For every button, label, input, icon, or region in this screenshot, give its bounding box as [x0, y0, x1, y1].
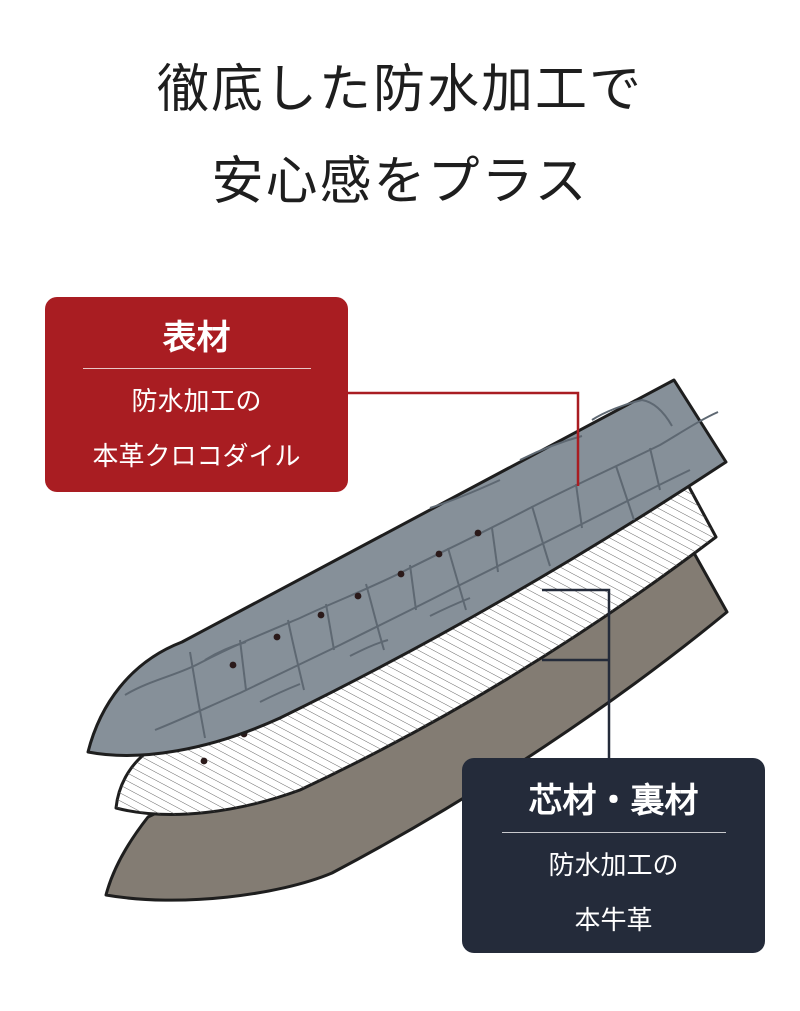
title-line-1: 徹底した防水加工で [156, 60, 643, 120]
surface-material-label: 表材 防水加工の 本革クロコダイル [45, 297, 348, 492]
inner-material-label: 芯材・裏材 防水加工の 本牛革 [462, 758, 765, 953]
surface-material-desc-2: 本革クロコダイル [92, 442, 301, 472]
inner-material-heading: 芯材・裏材 [528, 781, 699, 821]
croc-scale-pattern [124, 399, 719, 739]
surface-heading-divider [82, 368, 311, 369]
title-line-2: 安心感をプラス [211, 152, 589, 212]
inner-heading-divider [501, 832, 726, 833]
croc-layer [86, 378, 728, 757]
inner-leader-line [542, 588, 611, 758]
surface-leader-line [348, 391, 580, 486]
surface-material-desc-1: 防水加工の [131, 387, 262, 417]
surface-material-heading: 表材 [162, 318, 231, 358]
inner-material-desc-1: 防水加工の [548, 851, 679, 881]
inner-material-desc-2: 本牛革 [574, 906, 653, 936]
croc-stitch-holes [229, 529, 482, 669]
